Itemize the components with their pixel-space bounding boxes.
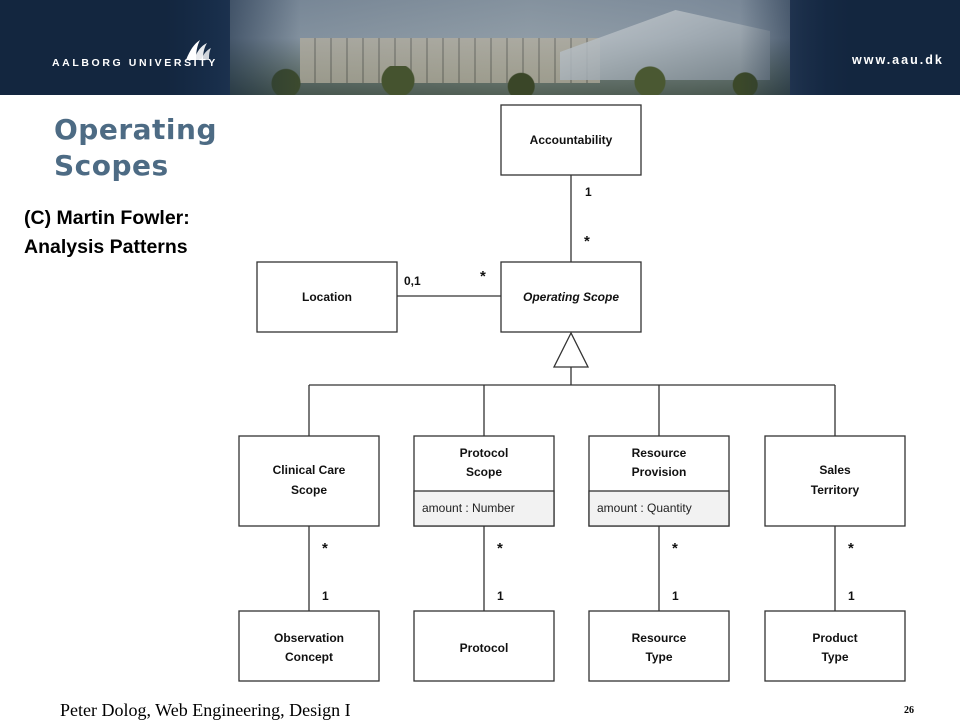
class-name-resource-type-1: Resource: [632, 631, 687, 645]
class-resource-type: [588, 610, 730, 682]
multiplicity-operating-scope-top: *: [584, 233, 590, 250]
class-product-type: [764, 610, 906, 682]
credit-line-2: Analysis Patterns: [24, 236, 188, 258]
slide-title-line-2: Scopes: [54, 149, 169, 182]
class-name-resource-type-2: Type: [645, 650, 672, 664]
class-name-protocol: Protocol: [460, 641, 509, 655]
class-clinical-care-scope: [238, 435, 380, 527]
footer-author: Peter Dolog, Web Engineering, Design I: [60, 700, 351, 720]
class-name-product-type-2: Type: [821, 650, 848, 664]
class-name-protocol-scope-2: Scope: [466, 465, 502, 479]
multiplicity-operating-scope-left: *: [480, 268, 486, 285]
class-operating-scope: [500, 261, 642, 333]
class-name-protocol-scope-1: Protocol: [460, 446, 509, 460]
multiplicity-resource-provision-many: *: [672, 540, 678, 557]
class-name-clinical-care-scope-1: Clinical Care: [273, 463, 346, 477]
class-name-clinical-care-scope-2: Scope: [291, 483, 327, 497]
multiplicity-clinical-care-many: *: [322, 540, 328, 557]
class-sales-territory: [764, 435, 906, 527]
multiplicity-observation-one: 1: [322, 589, 329, 603]
class-name-operating-scope: Operating Scope: [523, 290, 619, 304]
credit-line-1: (C) Martin Fowler:: [24, 207, 190, 229]
uml-class-diagram: Accountability Operating Scope Location …: [238, 104, 906, 682]
class-name-product-type-1: Product: [812, 631, 857, 645]
class-name-sales-territory-1: Sales: [819, 463, 851, 477]
attribute-compartment-resource-provision: [588, 490, 730, 527]
class-protocol: [413, 610, 555, 682]
class-name-sales-territory-2: Territory: [811, 483, 860, 497]
slide-title: Operating Scopes: [54, 112, 254, 184]
aau-wave-logo-icon: [186, 40, 211, 60]
attribute-protocol-scope-amount: amount : Number: [422, 501, 515, 515]
class-observation-concept: [238, 610, 380, 682]
header-banner: AALBORG UNIVERSITY www.aau.dk: [0, 0, 960, 95]
generalization-triangle-icon: [552, 331, 590, 368]
multiplicity-product-type-one: 1: [848, 589, 855, 603]
multiplicity-location-end: 0,1: [404, 274, 421, 288]
attribute-compartment-protocol-scope: [413, 490, 555, 527]
class-name-observation-concept-2: Concept: [285, 650, 333, 664]
multiplicity-sales-territory-many: *: [848, 540, 854, 557]
class-name-observation-concept-1: Observation: [274, 631, 344, 645]
multiplicity-protocol-one: 1: [497, 589, 504, 603]
class-name-location: Location: [302, 290, 352, 304]
class-location: [256, 261, 398, 333]
multiplicity-resource-type-one: 1: [672, 589, 679, 603]
class-name-resource-provision-1: Resource: [632, 446, 687, 460]
source-credit: (C) Martin Fowler: Analysis Patterns: [24, 204, 190, 262]
slide-title-line-1: Operating: [54, 113, 217, 146]
page-number: 26: [904, 705, 914, 716]
class-name-resource-provision-2: Provision: [632, 465, 687, 479]
attribute-resource-provision-amount: amount : Quantity: [597, 501, 692, 515]
class-name-accountability: Accountability: [530, 133, 613, 147]
multiplicity-protocol-scope-many: *: [497, 540, 503, 557]
class-accountability: [500, 104, 642, 176]
multiplicity-accountability-end: 1: [585, 185, 592, 199]
university-name: AALBORG UNIVERSITY: [52, 57, 218, 69]
university-url[interactable]: www.aau.dk: [852, 53, 944, 67]
